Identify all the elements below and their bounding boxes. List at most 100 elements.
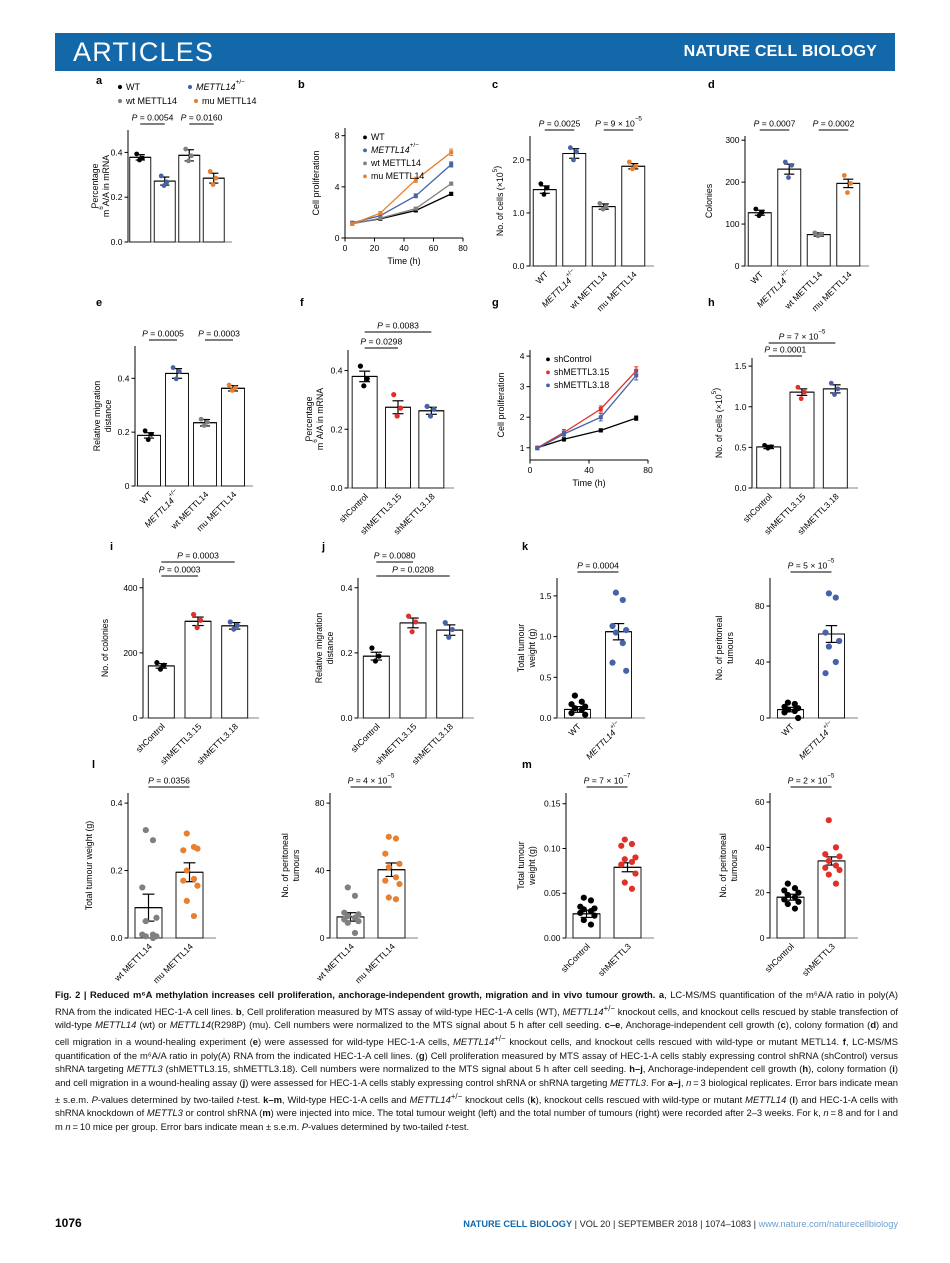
footer-issue: SEPTEMBER 2018 [617, 1219, 698, 1229]
data-point [382, 877, 389, 884]
data-point [845, 190, 850, 196]
bar[interactable] [532, 189, 557, 267]
data-point [357, 363, 364, 369]
data-point [183, 830, 190, 837]
bar[interactable] [377, 869, 406, 939]
bar[interactable] [613, 866, 642, 939]
y-tick-label: 400 [123, 583, 137, 593]
bar[interactable] [147, 665, 175, 719]
bar[interactable] [756, 446, 782, 489]
data-point [762, 442, 767, 448]
bar[interactable] [221, 387, 245, 487]
data-point [781, 709, 788, 716]
data-point [628, 858, 636, 866]
bar[interactable] [184, 620, 212, 719]
bar[interactable] [362, 655, 390, 719]
x-category-label: shControl [763, 941, 796, 974]
bar[interactable] [221, 625, 249, 719]
data-point [623, 626, 630, 634]
data-point [619, 640, 626, 647]
bar[interactable] [436, 629, 464, 719]
bar[interactable] [822, 388, 848, 489]
bar[interactable] [591, 206, 616, 267]
page-header: ARTICLES NATURE CELL BIOLOGY [55, 33, 895, 71]
data-point [577, 909, 584, 917]
data-point [791, 700, 798, 708]
data-point [149, 934, 157, 942]
y-tick-label: 0.2 [341, 648, 353, 658]
y-tick-label: 80 [755, 601, 765, 611]
legend-marker [546, 383, 550, 388]
data-point [186, 158, 191, 164]
panel-letter-c: c [492, 79, 498, 91]
y-axis-title: m6A/A in mRNA [98, 155, 111, 217]
y-tick-label: 200 [725, 177, 739, 187]
x-tick-label: 40 [399, 243, 409, 253]
data-point [449, 191, 454, 196]
footer-url-link[interactable]: www.nature.com/naturecellbiology [758, 1219, 898, 1229]
data-point [618, 842, 625, 849]
data-point [369, 645, 375, 651]
series-line [352, 151, 452, 225]
data-point [142, 428, 148, 434]
data-point [449, 162, 454, 167]
data-point [392, 835, 400, 842]
bar[interactable] [385, 406, 411, 489]
bar[interactable] [836, 182, 861, 267]
bar[interactable] [418, 410, 445, 489]
x-tick-label: 80 [643, 465, 653, 475]
data-point [781, 887, 788, 894]
y-tick-label: 1.0 [513, 208, 525, 218]
header-journal-title: NATURE CELL BIOLOGY [683, 43, 877, 60]
bar[interactable] [789, 391, 815, 489]
bar[interactable] [165, 372, 189, 487]
data-point [578, 698, 585, 705]
bar[interactable] [562, 153, 587, 267]
data-point [633, 163, 638, 169]
bar[interactable] [193, 422, 217, 487]
bar[interactable] [202, 177, 225, 243]
y-axis-title: No. of cells (×105) [492, 166, 505, 236]
footer-sep-1: | [572, 1219, 580, 1229]
legend-marker [363, 148, 367, 153]
bar[interactable] [605, 631, 632, 719]
x-category-label: METTL14+/− [795, 719, 838, 762]
data-point [194, 882, 201, 889]
y-tick-label: 0.0 [735, 483, 747, 493]
data-point [351, 892, 359, 899]
x-category-label: wt METTL14 [112, 941, 154, 983]
bar[interactable] [747, 212, 772, 267]
series-line [537, 370, 637, 449]
bar[interactable] [777, 168, 802, 267]
y-tick-label: 300 [725, 135, 739, 145]
bar[interactable] [399, 622, 427, 719]
panel-letter-m1: m [522, 759, 532, 771]
data-point [815, 233, 821, 239]
y-tick-label: 40 [755, 842, 765, 852]
y-axis-title: Relative migration [314, 613, 324, 684]
x-category-label: wt METTL14 [314, 941, 356, 983]
bar[interactable] [137, 434, 161, 487]
bar[interactable] [806, 234, 831, 267]
p-value-label: P = 9 × 10−5 [595, 115, 642, 128]
data-point [544, 185, 550, 191]
data-point [832, 594, 839, 601]
data-point [149, 837, 157, 844]
bar[interactable] [153, 180, 176, 243]
y-tick-label: 0.0 [341, 713, 353, 723]
bar[interactable] [621, 165, 646, 267]
data-point [835, 386, 841, 392]
data-point [832, 862, 840, 869]
bar[interactable] [351, 375, 378, 489]
data-point [609, 659, 616, 666]
bar[interactable] [178, 154, 201, 243]
y-tick-label: 0.5 [735, 442, 747, 452]
data-point [385, 864, 392, 871]
bar[interactable] [129, 156, 152, 243]
data-point [600, 206, 606, 212]
data-point [598, 428, 603, 433]
y-axis-title: No. of colonies [100, 618, 110, 677]
legend-label: wt METTL14 [125, 96, 177, 106]
